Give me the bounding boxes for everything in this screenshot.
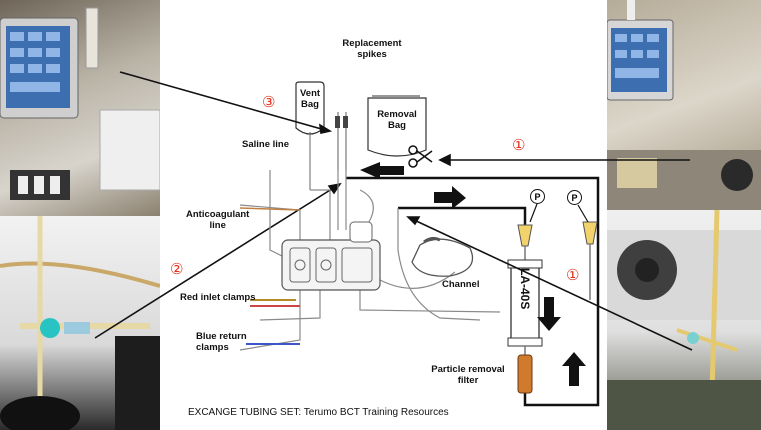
marker-1-right: ① (566, 267, 580, 284)
connector-right (582, 221, 598, 245)
particle-filter-label: Particle removal filter (431, 364, 505, 386)
red-inlet-clamps-label: Red inlet clamps (180, 292, 256, 303)
marker-1-top: ① (512, 137, 526, 154)
cassette (281, 221, 381, 291)
pointer-2 (94, 186, 336, 339)
marker-3: ③ (262, 94, 276, 111)
photo-apheresis-machine-top-right (607, 0, 761, 210)
arrow-down (537, 297, 561, 331)
replacement-spikes (335, 112, 348, 170)
replacement-spikes-label: Replacement spikes (342, 38, 402, 60)
figure-caption: EXCANGE TUBING SET: Terumo BCT Training … (188, 407, 449, 418)
photo-apheresis-machine-top-left (0, 0, 160, 216)
channel (411, 236, 474, 277)
arrow-right-top (434, 186, 466, 209)
pressure-gauge-1: P (530, 189, 545, 204)
connector-top (517, 224, 533, 247)
saline-line-label: Saline line (242, 139, 289, 150)
pressure-gauge-2: P (567, 190, 582, 205)
pointer-3 (119, 71, 326, 131)
particle-filter (517, 354, 533, 394)
blue-return-clamps-label: Blue return clamps (196, 331, 247, 353)
vent-bag-label: Vent Bag (299, 88, 321, 110)
channel-label: Channel (442, 279, 480, 290)
photo-pump-bottom-right (607, 210, 761, 430)
vent-bag (295, 81, 325, 135)
pointer-1-right (411, 218, 693, 351)
scissors-icon (408, 145, 433, 168)
anticoagulant-line-label: Anticoagulant line (186, 209, 250, 231)
la40s-label: LA-40S (518, 268, 532, 310)
arrow-left (360, 162, 404, 179)
photo-connector-bottom-left (0, 216, 160, 430)
marker-2: ② (170, 261, 184, 278)
removal-bag (367, 97, 427, 157)
removal-bag-label: Removal Bag (377, 109, 417, 131)
arrow-up (562, 352, 586, 386)
